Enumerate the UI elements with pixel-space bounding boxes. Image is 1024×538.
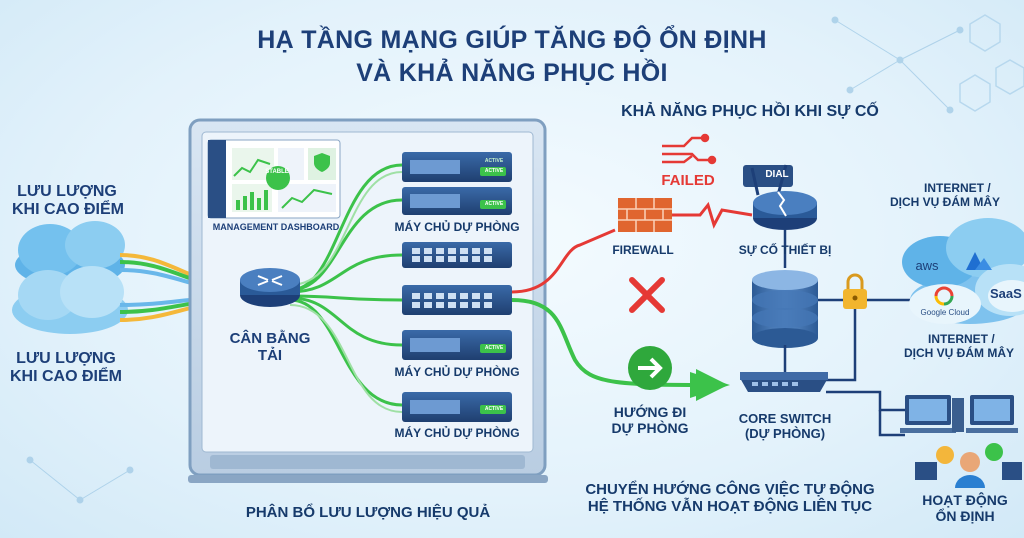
device-fault-label: SỰ CỐ THIẾT BỊ [738, 243, 832, 257]
management-dashboard [207, 139, 341, 219]
backup-server-label-3: MÁY CHỦ DỰ PHÒNG [394, 426, 520, 440]
left-cloud-cluster [12, 221, 128, 334]
recovery-heading: KHẢ NĂNG PHỤC HỒI KHI SỰ CỐ [621, 103, 879, 120]
cloud-label-bottom: INTERNET /DỊCH VỤ ĐÁM MÂY [904, 332, 1014, 360]
aws-logo: aws [915, 258, 939, 273]
dashboard-label: MANAGEMENT DASHBOARD [212, 222, 340, 232]
active-tag: ACTIVE [484, 345, 504, 351]
dashboard-stable-badge: STABLE [265, 169, 289, 175]
broken-router-icon [743, 164, 817, 230]
title-line-1: HẠ TẦNG MẠNG GIÚP TĂNG ĐỘ ỔN ĐỊNH [257, 26, 767, 54]
active-tag: ACTIVE [484, 158, 504, 164]
saas-label: SaaS [990, 286, 1022, 301]
lock-icon [843, 273, 867, 309]
backup-server-label-2: MÁY CHỦ DỰ PHÒNG [394, 365, 520, 379]
load-balancer-router-icon [240, 268, 300, 307]
backup-route-arrow-icon [628, 346, 730, 398]
firewall-icon [618, 198, 672, 232]
title-line-2: VÀ KHẢ NĂNG PHỤC HỒI [356, 59, 668, 87]
happy-users-icon [915, 443, 1022, 488]
decor-hexagons [959, 14, 1024, 112]
fail-x-icon [629, 277, 665, 313]
backup-server-label-1: MÁY CHỦ DỰ PHÒNG [394, 220, 520, 234]
core-switch-icon [740, 372, 828, 392]
failed-signal-icon [662, 133, 717, 165]
core-switch-label: CORE SWITCH(DỰ PHÒNG) [738, 411, 832, 441]
firewall-label: FIREWALL [612, 243, 674, 257]
database-icon [752, 270, 818, 348]
active-tag: ACTIVE [484, 406, 504, 412]
dial-label: DIAL [765, 169, 789, 180]
lb-to-server-flows-light [289, 171, 403, 413]
lb-to-server-flows [289, 163, 403, 407]
active-tag: ACTIVE [484, 168, 504, 174]
traffic-distribution-label: PHÂN BỔ LƯU LƯỢNG HIỆU QUẢ [245, 504, 491, 521]
failed-label: FAILED [661, 172, 715, 189]
cloud-label-top: INTERNET /DỊCH VỤ ĐÁM MÂY [890, 181, 1000, 209]
client-computers-icon [900, 395, 1018, 433]
failed-connection-path [511, 201, 753, 294]
azure-logo-icon [966, 252, 992, 270]
server-units [402, 152, 512, 422]
decor-network-dots [26, 16, 964, 504]
google-cloud-label: Google Cloud [920, 308, 970, 317]
google-cloud-logo-icon [934, 286, 954, 306]
active-tag: ACTIVE [484, 201, 504, 207]
